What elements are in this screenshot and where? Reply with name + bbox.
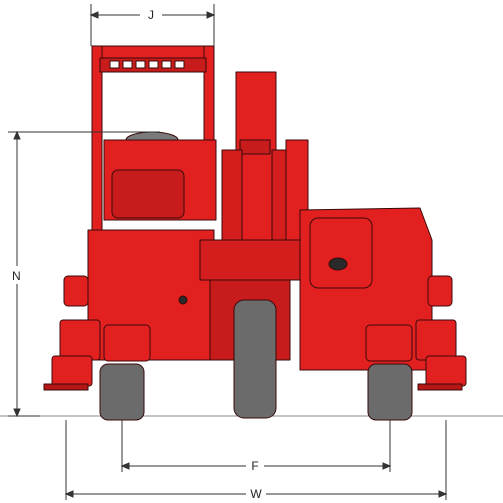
machine bbox=[43, 45, 467, 421]
dimension-j-label: J bbox=[148, 8, 154, 22]
engine-hood-panel bbox=[309, 217, 373, 289]
dimension-f bbox=[120, 420, 392, 472]
chassis-bolt bbox=[178, 295, 188, 305]
right-front-plate bbox=[365, 324, 413, 362]
boom bbox=[221, 71, 309, 243]
dimension-f-label: F bbox=[251, 459, 258, 473]
dimension-w-label: W bbox=[250, 487, 262, 501]
left-tire bbox=[99, 363, 145, 421]
left-front-plate bbox=[103, 324, 151, 362]
left-stabilizer bbox=[43, 275, 101, 391]
dimension-n-label: N bbox=[12, 269, 21, 283]
dimension-n bbox=[8, 130, 160, 418]
right-stabilizer bbox=[415, 275, 467, 391]
tires bbox=[99, 299, 413, 421]
dimension-j bbox=[89, 4, 216, 46]
rops-vent-slots bbox=[109, 60, 185, 69]
center-tire bbox=[233, 299, 277, 419]
dimension-w bbox=[64, 420, 448, 500]
hood-badge bbox=[328, 257, 348, 271]
right-tire bbox=[367, 363, 413, 421]
